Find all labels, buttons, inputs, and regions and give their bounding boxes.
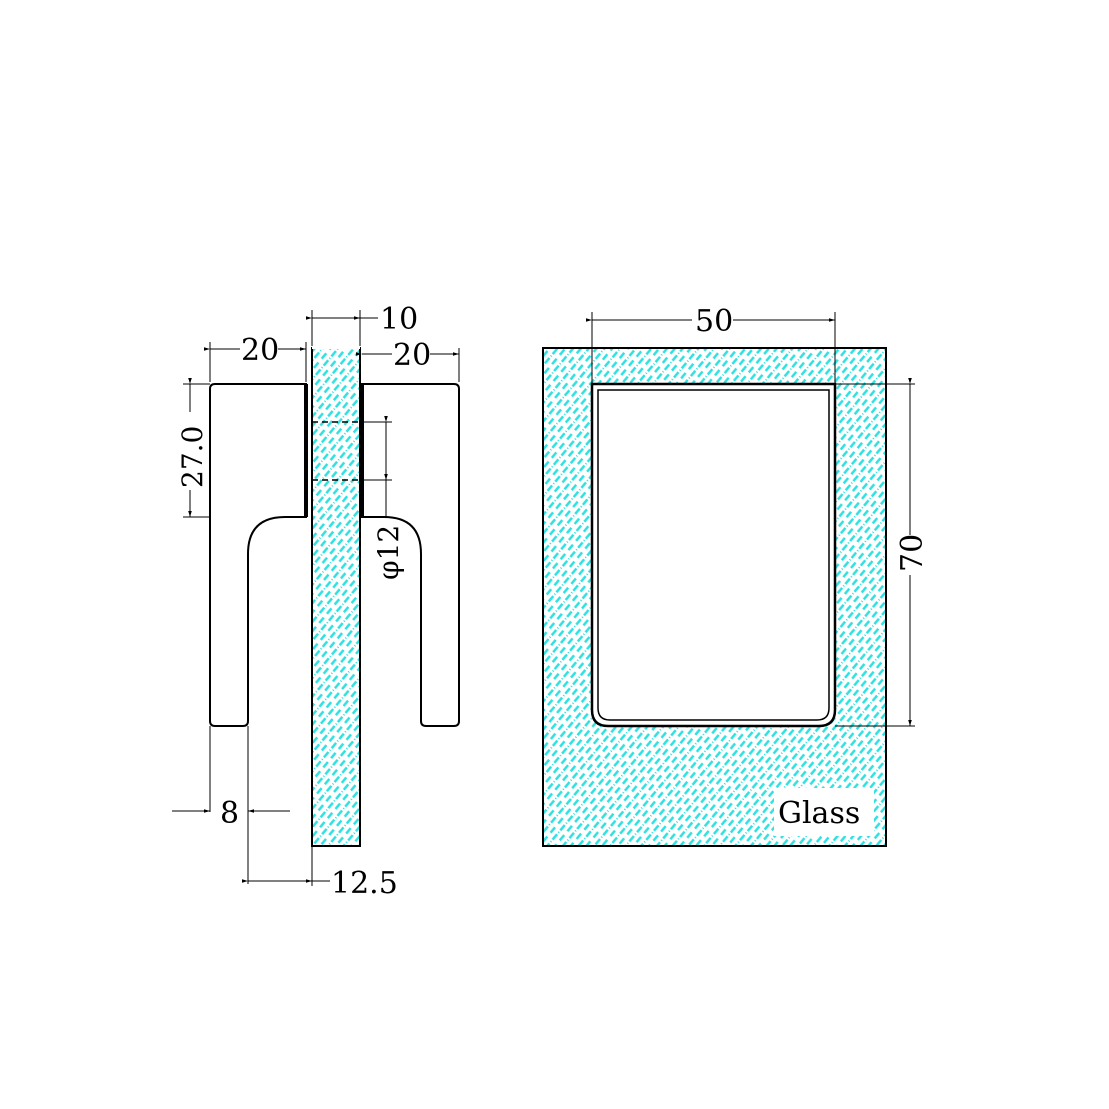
material-label: Glass — [778, 796, 860, 831]
dim-glass-thickness: 10 — [380, 302, 418, 337]
dim-cutout-height: 70 — [895, 534, 930, 572]
dim-cutout-width: 50 — [695, 304, 733, 339]
dim-hole-diameter: φ12 — [372, 525, 405, 580]
left-handle — [209, 383, 307, 727]
dim-leg-width: 8 — [220, 796, 239, 831]
dim-left-handle-width: 20 — [241, 333, 279, 368]
glass-section — [311, 347, 361, 847]
side-view: 10 20 20 27.0 φ12 8 12.5 — [172, 302, 460, 901]
dim-leg-offset: 12.5 — [331, 866, 398, 901]
handle-cutout — [590, 382, 837, 728]
dim-handle-height: 27.0 — [176, 426, 209, 488]
dim-right-handle-width: 20 — [393, 338, 431, 373]
front-view: Glass 50 70 — [542, 304, 930, 847]
